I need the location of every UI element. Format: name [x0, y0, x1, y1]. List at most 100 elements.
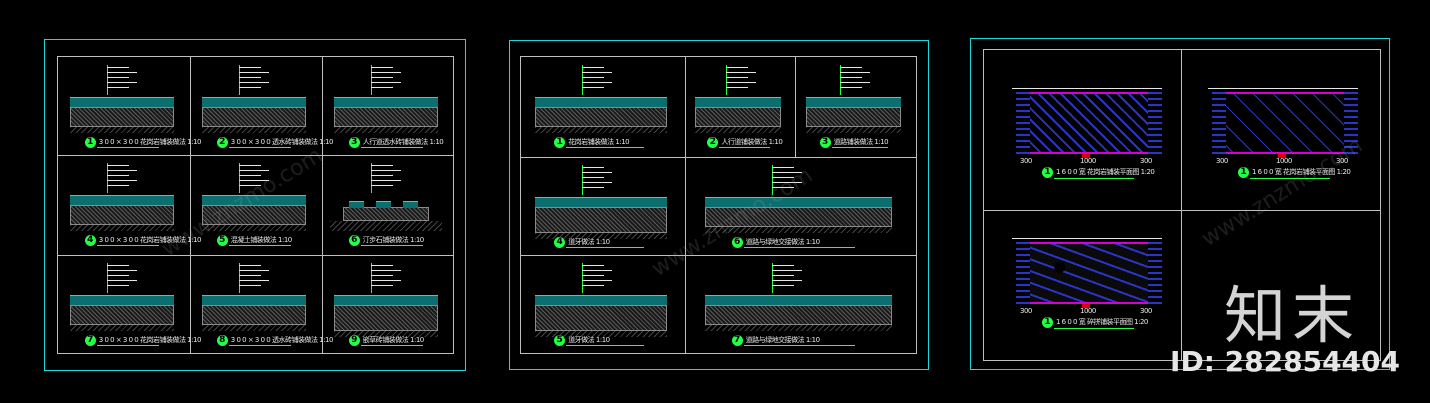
- caption-underline: [831, 147, 889, 148]
- note-line: [840, 77, 862, 78]
- detail-number: 8: [216, 335, 228, 346]
- leader-line: [582, 263, 583, 293]
- note-line: [772, 182, 802, 183]
- note-line: [371, 265, 393, 266]
- note-line: [107, 87, 129, 88]
- note-line: [772, 172, 802, 173]
- detail-title: 人行道透水砖铺装做法 1:10: [362, 138, 444, 146]
- note-line: [840, 72, 870, 73]
- note-line: [107, 175, 129, 176]
- detail-number: 9: [348, 335, 360, 346]
- base-course: [201, 205, 307, 225]
- paving-layer: [201, 195, 307, 205]
- note-line: [726, 77, 748, 78]
- paving-layer: [201, 97, 307, 107]
- stepping-stone: [403, 201, 419, 208]
- subgrade: [704, 227, 893, 233]
- leader-line: [239, 163, 240, 193]
- note-line: [371, 285, 393, 286]
- detail-title: 人行道铺装做法 1:10: [721, 138, 783, 146]
- note-line: [239, 270, 269, 271]
- detail-number: 3: [819, 137, 831, 148]
- detail-title: 3 0 0 × 3 0 0 花岗岩铺装做法 1:10: [98, 336, 202, 344]
- paving-layer: [69, 195, 175, 205]
- stepping-stone: [376, 201, 391, 208]
- subgrade: [704, 325, 893, 331]
- subgrade: [333, 127, 439, 133]
- base-course: [69, 205, 175, 225]
- dimension-line: [1208, 88, 1358, 89]
- caption-underline: [1250, 178, 1330, 179]
- subgrade: [535, 127, 667, 133]
- note-line: [582, 280, 612, 281]
- base-course: [535, 107, 667, 127]
- dimension-text: 1000: [1276, 157, 1292, 165]
- subgrade: [69, 127, 175, 133]
- note-line: [772, 167, 794, 168]
- note-line: [371, 67, 393, 68]
- caption-underline: [1054, 328, 1134, 329]
- note-line: [582, 77, 604, 78]
- leader-line: [371, 163, 372, 193]
- note-line: [582, 82, 612, 83]
- subgrade: [201, 127, 307, 133]
- detail-number: 3: [348, 137, 360, 148]
- subgrade: [333, 331, 439, 337]
- border-band-left: [1212, 92, 1226, 154]
- note-line: [371, 82, 401, 83]
- detail-number: 6: [731, 237, 743, 248]
- dimension-text: 1000: [1080, 157, 1096, 165]
- dimension-text: 1000: [1080, 307, 1096, 315]
- caption-underline: [360, 147, 423, 148]
- note-line: [107, 270, 137, 271]
- border-band-right: [1148, 242, 1162, 304]
- caption-underline: [96, 245, 159, 246]
- detail-title: 道牙做法 1:10: [568, 336, 610, 344]
- dimension-text: 300: [1336, 157, 1348, 165]
- base-course: [342, 207, 430, 221]
- note-line: [107, 82, 137, 83]
- detail-number: 5: [216, 235, 228, 246]
- note-line: [840, 82, 870, 83]
- paving-layer: [69, 295, 175, 305]
- note-line: [582, 270, 612, 271]
- detail-title: 3 0 0 × 3 0 0 透水砖铺装做法 1:10: [230, 138, 334, 146]
- note-line: [582, 285, 604, 286]
- paving-layer: [201, 295, 307, 305]
- leader-line: [582, 65, 583, 95]
- stepping-stone: [348, 201, 364, 208]
- note-line: [582, 172, 612, 173]
- note-line: [239, 87, 261, 88]
- note-line: [582, 87, 604, 88]
- note-line: [582, 187, 604, 188]
- note-line: [107, 77, 129, 78]
- caption-underline: [566, 247, 645, 248]
- note-line: [239, 175, 261, 176]
- note-line: [772, 280, 802, 281]
- detail-number: 7: [731, 335, 743, 346]
- caption-underline: [566, 147, 645, 148]
- note-line: [772, 177, 794, 178]
- caption-underline: [228, 345, 291, 346]
- plan-title: 1 6 0 0 宽 花岗岩铺装平面图 1:20: [1252, 168, 1351, 176]
- caption-underline: [719, 147, 771, 148]
- detail-number: 6: [348, 235, 360, 246]
- detail-title: 道路铺装做法 1:10: [833, 138, 889, 146]
- note-line: [239, 285, 261, 286]
- caption-underline: [743, 345, 856, 346]
- subgrade: [201, 225, 307, 231]
- note-line: [772, 265, 794, 266]
- caption-underline: [96, 147, 159, 148]
- note-line: [582, 167, 604, 168]
- plan-title: 1 6 0 0 宽 碎拼铺装平面图 1:20: [1056, 318, 1148, 326]
- note-line: [107, 67, 129, 68]
